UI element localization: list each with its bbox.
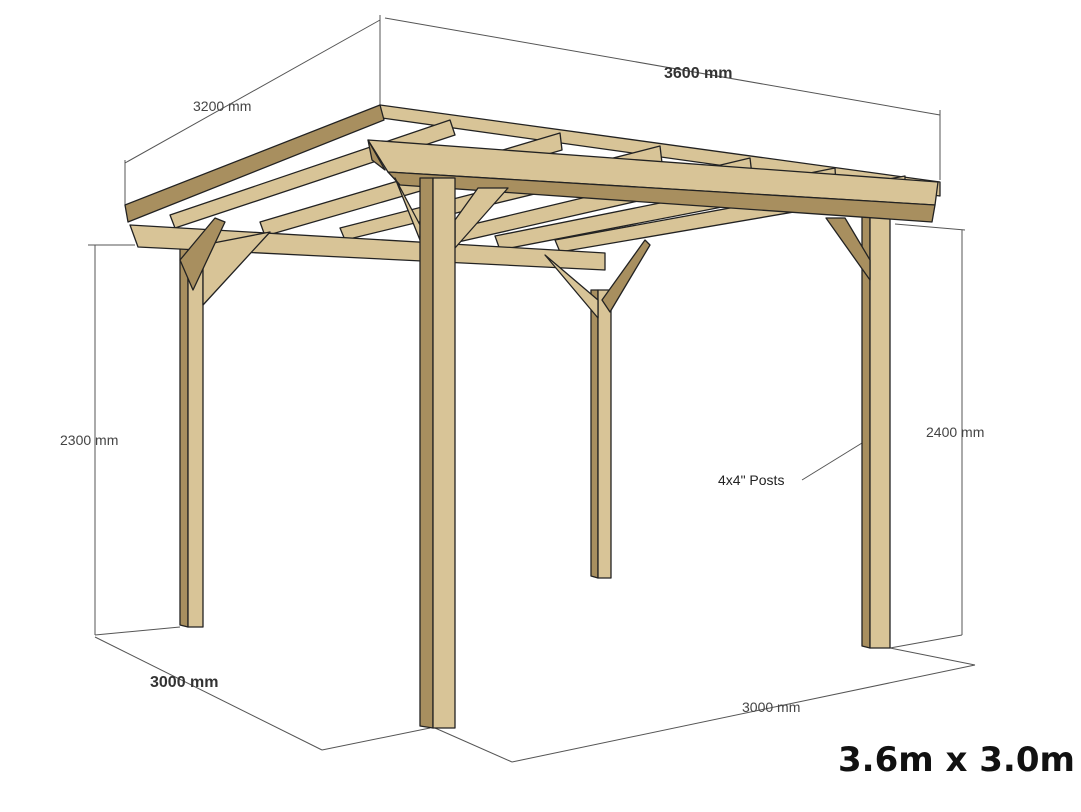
left-height-label: 2300 mm: [60, 432, 119, 448]
size-title: 3.6m x 3.0m: [838, 740, 1075, 780]
dimension-lines: [88, 15, 976, 763]
posts-annotation: 4x4" Posts: [718, 472, 785, 488]
base-width-label: 3000 mm: [742, 699, 801, 715]
roof-width-label: 3600 mm: [664, 65, 733, 82]
right-height-label: 2400 mm: [926, 424, 985, 440]
back-middle-post: [590, 289, 612, 579]
left-edge-rafter: [124, 104, 385, 223]
left-post: [179, 247, 204, 628]
base-depth-label: 3000 mm: [150, 674, 219, 691]
front-post: [419, 177, 456, 729]
braces: [179, 177, 871, 319]
roof-depth-label: 3200 mm: [193, 98, 252, 114]
right-post: [861, 214, 891, 649]
